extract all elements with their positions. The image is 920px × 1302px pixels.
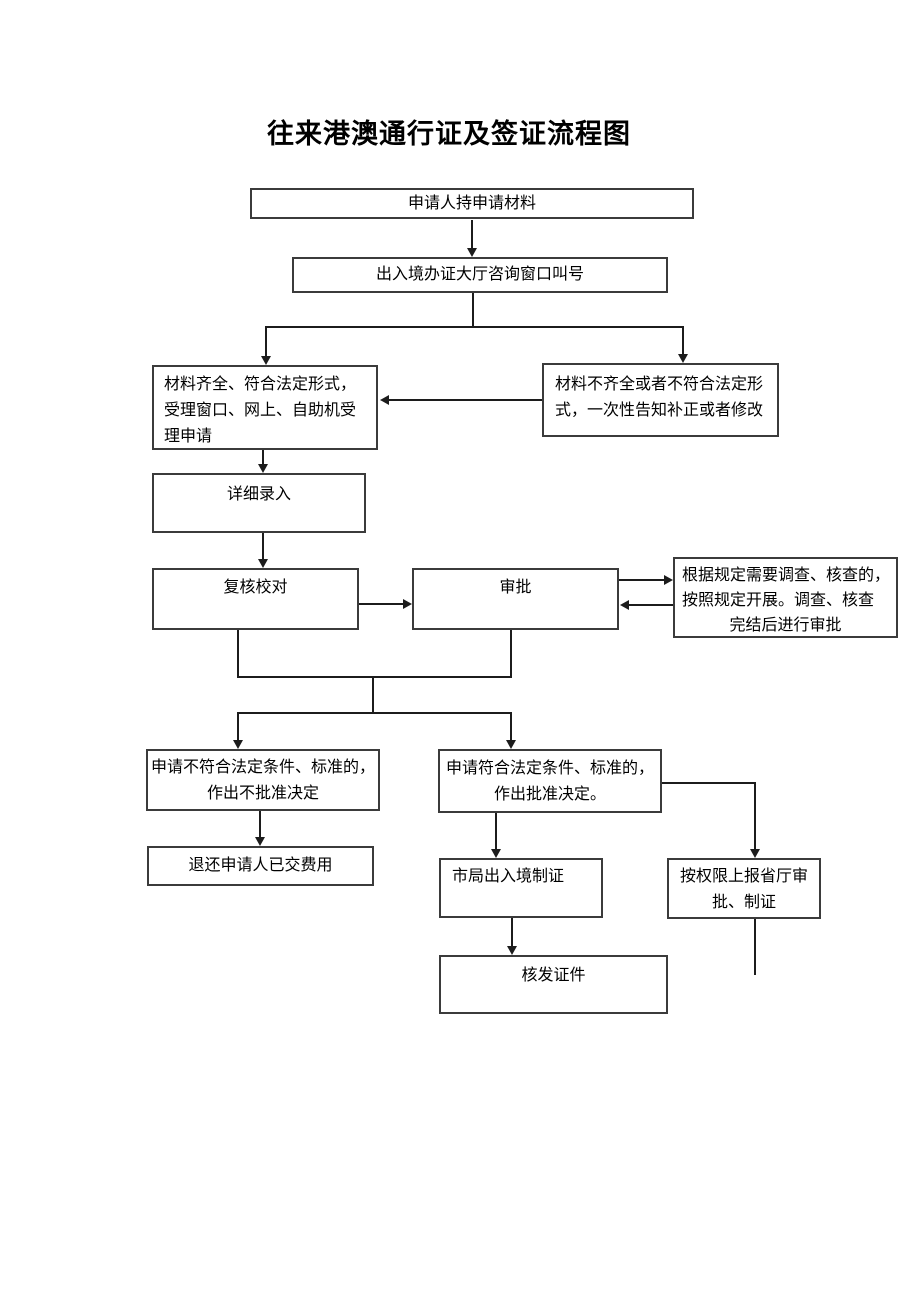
flow-node-reject-decision: 申请不符合法定条件、标准的， 作出不批准决定: [146, 749, 380, 811]
node-line: 批、制证: [711, 894, 776, 911]
node-line: 作出批准决定。: [493, 786, 606, 803]
node-line: 式，一次性告知补正或者修改: [555, 402, 764, 419]
connector-merge-bar: [237, 676, 512, 678]
connector-split-bar-2: [237, 712, 512, 714]
flow-node-materials-ok: 材料齐全、符合法定形式， 受理窗口、网上、自助机受 理申请: [152, 365, 378, 450]
connector-reject-refund: [259, 811, 261, 837]
flow-node-applicant: 申请人持申请材料: [250, 188, 694, 219]
connector-approval-investigation: [619, 579, 664, 581]
connector-approval-drop: [510, 630, 512, 678]
flow-node-issue: 核发证件: [439, 955, 668, 1014]
arrowhead-down-icon: [255, 837, 265, 846]
connector-ok-detail: [262, 450, 264, 465]
node-line: 根据规定需要调查、核查的，: [682, 567, 891, 584]
connector-review-drop: [237, 630, 239, 678]
arrowhead-down-icon: [506, 740, 516, 749]
node-line: 申请符合法定条件、标准的，: [445, 760, 654, 777]
connector-applicant-hall: [471, 220, 473, 248]
flow-node-refund: 退还申请人已交费用: [147, 846, 374, 886]
node-label: 出入境办证大厅咨询窗口叫号: [375, 266, 584, 283]
connector-detail-review: [262, 533, 264, 559]
node-label: 审批: [499, 579, 532, 596]
connector-to-approve: [510, 713, 512, 740]
node-label: 退还申请人已交费用: [188, 857, 333, 874]
connector-city-issue: [511, 918, 513, 946]
node-line: 作出不批准决定: [206, 785, 319, 802]
connector-approve-city: [495, 813, 497, 849]
connector-split-bar: [265, 326, 684, 328]
arrowhead-down-icon: [507, 946, 517, 955]
flow-node-review: 复核校对: [152, 568, 359, 630]
connector-province-tail: [754, 919, 756, 975]
node-label: 核发证件: [521, 967, 586, 984]
connector-hall-stem: [472, 293, 474, 328]
flow-node-investigation: 根据规定需要调查、核查的， 按照规定开展。调查、核查 完结后进行审批: [673, 557, 898, 638]
node-label: 详细录入: [226, 486, 291, 503]
connector-investigation-approval: [629, 604, 673, 606]
flow-node-province-report: 按权限上报省厅审 批、制证: [667, 858, 821, 919]
page-title: 往来港澳通行证及签证流程图: [267, 119, 631, 149]
node-line: 材料不齐全或者不符合法定形: [555, 376, 764, 393]
flow-node-approve-decision: 申请符合法定条件、标准的， 作出批准决定。: [438, 749, 662, 813]
connector-center-stem: [372, 677, 374, 714]
flow-node-approval: 审批: [412, 568, 619, 630]
arrowhead-left-icon: [380, 395, 389, 405]
connector-approve-province-v: [754, 783, 756, 849]
arrowhead-down-icon: [258, 464, 268, 473]
connector-missing-to-ok: [389, 399, 542, 401]
node-line: 受理窗口、网上、自助机受: [164, 402, 357, 419]
arrowhead-down-icon: [750, 849, 760, 858]
flow-node-city-bureau: 市局出入境制证: [439, 858, 603, 918]
node-line: 材料齐全、符合法定形式，: [164, 376, 357, 393]
connector-drop-right: [682, 327, 684, 354]
arrowhead-down-icon: [261, 356, 271, 365]
connector-drop-left: [265, 327, 267, 356]
connector-review-approval: [359, 603, 403, 605]
node-line: 理申请: [164, 428, 213, 445]
connector-approve-province-h: [662, 782, 756, 784]
arrowhead-down-icon: [491, 849, 501, 858]
node-label: 市局出入境制证: [452, 868, 565, 885]
arrowhead-right-icon: [403, 599, 412, 609]
arrowhead-down-icon: [678, 354, 688, 363]
flow-node-hall: 出入境办证大厅咨询窗口叫号: [292, 257, 668, 293]
node-line: 申请不符合法定条件、标准的，: [150, 759, 375, 776]
arrowhead-left-icon: [620, 600, 629, 610]
flow-node-detail-entry: 详细录入: [152, 473, 366, 533]
node-line: 按照规定开展。调查、核查: [682, 592, 875, 609]
flow-node-materials-missing: 材料不齐全或者不符合法定形 式，一次性告知补正或者修改: [542, 363, 779, 437]
node-line: 按权限上报省厅审: [679, 868, 808, 885]
arrowhead-down-icon: [233, 740, 243, 749]
arrowhead-down-icon: [467, 248, 477, 257]
node-line: 完结后进行审批: [729, 617, 842, 634]
arrowhead-right-icon: [664, 575, 673, 585]
connector-to-reject: [237, 713, 239, 740]
node-label: 申请人持申请材料: [407, 195, 536, 212]
arrowhead-down-icon: [258, 559, 268, 568]
node-label: 复核校对: [223, 579, 288, 596]
